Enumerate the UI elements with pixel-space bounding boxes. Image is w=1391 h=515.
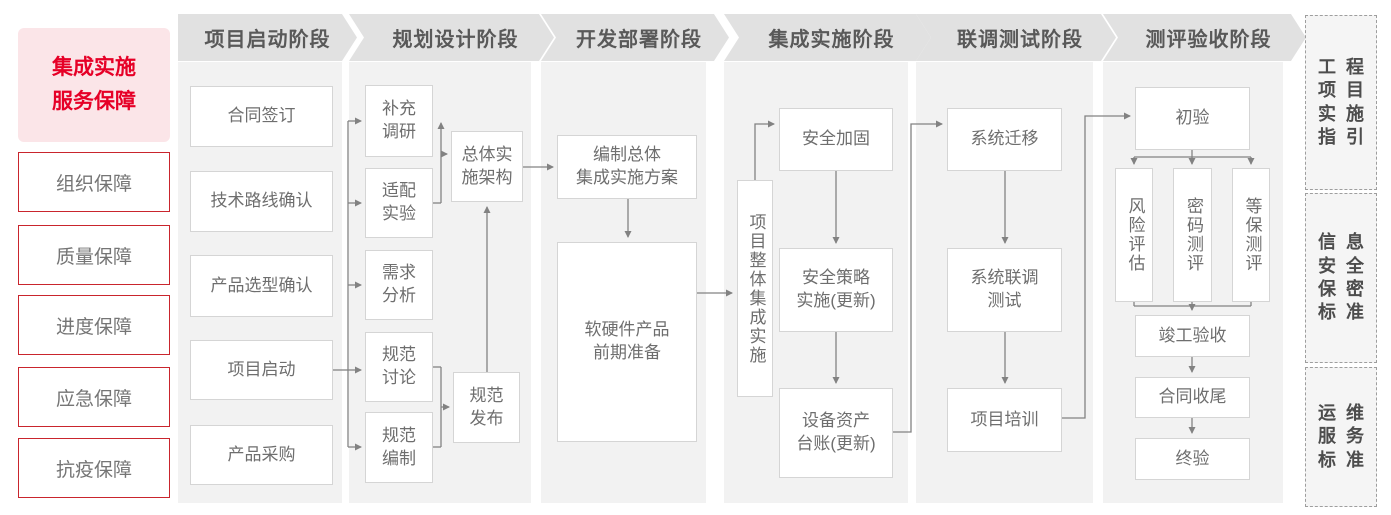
flow-node: 合同收尾 — [1135, 377, 1250, 418]
phase-header-1: 项目启动阶段 — [178, 14, 357, 61]
flow-node: 风险评估 — [1115, 168, 1153, 302]
flow-node: 需求 分析 — [365, 250, 433, 320]
standard-item: 运维 服务 标准 — [1305, 367, 1377, 507]
assurance-item: 组织保障 — [18, 152, 170, 212]
flow-node: 竣工验收 — [1135, 315, 1250, 357]
flow-node: 项目培训 — [947, 388, 1062, 452]
flow-node: 软硬件产品 前期准备 — [557, 242, 697, 442]
standard-item: 工程 项目 实施 指引 — [1305, 15, 1377, 190]
flow-node: 规范 编制 — [365, 412, 433, 483]
flow-node: 规范 发布 — [453, 372, 520, 443]
phase-header-3: 开发部署阶段 — [541, 14, 729, 61]
flow-node: 合同签订 — [190, 86, 333, 147]
flow-node: 项目启动 — [190, 340, 333, 400]
flow-node: 密码测评 — [1173, 168, 1212, 302]
flow-node: 产品采购 — [190, 425, 333, 485]
flow-node: 技术路线确认 — [190, 171, 333, 232]
flow-node: 适配 实验 — [365, 168, 433, 238]
diagram-title: 集成实施 服务保障 — [18, 28, 170, 142]
phase-header-4: 集成实施阶段 — [724, 14, 931, 61]
flow-node: 补充 调研 — [365, 85, 433, 157]
flow-node: 等保测评 — [1232, 168, 1270, 302]
flow-node: 设备资产 台账(更新) — [779, 388, 893, 478]
phase-header-5: 联调测试阶段 — [916, 14, 1116, 61]
phase-header-6: 测评验收阶段 — [1103, 14, 1306, 61]
assurance-item: 抗疫保障 — [18, 438, 170, 498]
flow-node: 项目整体集成实施 — [737, 180, 773, 397]
flow-node: 系统迁移 — [947, 108, 1062, 171]
flow-node: 规范 讨论 — [365, 332, 433, 402]
assurance-item: 进度保障 — [18, 295, 170, 355]
assurance-item: 应急保障 — [18, 367, 170, 427]
flow-node: 安全加固 — [779, 108, 893, 171]
assurance-item: 质量保障 — [18, 225, 170, 285]
flow-node: 产品选型确认 — [190, 255, 333, 317]
flow-node: 系统联调 测试 — [947, 248, 1062, 332]
standard-item: 信息 安全 保密 标准 — [1305, 193, 1377, 363]
phase-header-2: 规划设计阶段 — [349, 14, 554, 61]
flow-node: 终验 — [1135, 438, 1250, 480]
flow-node: 总体实 施架构 — [451, 131, 523, 202]
flow-node: 安全策略 实施(更新) — [779, 248, 893, 332]
flow-node: 编制总体 集成实施方案 — [557, 135, 697, 199]
flow-node: 初验 — [1135, 87, 1250, 150]
